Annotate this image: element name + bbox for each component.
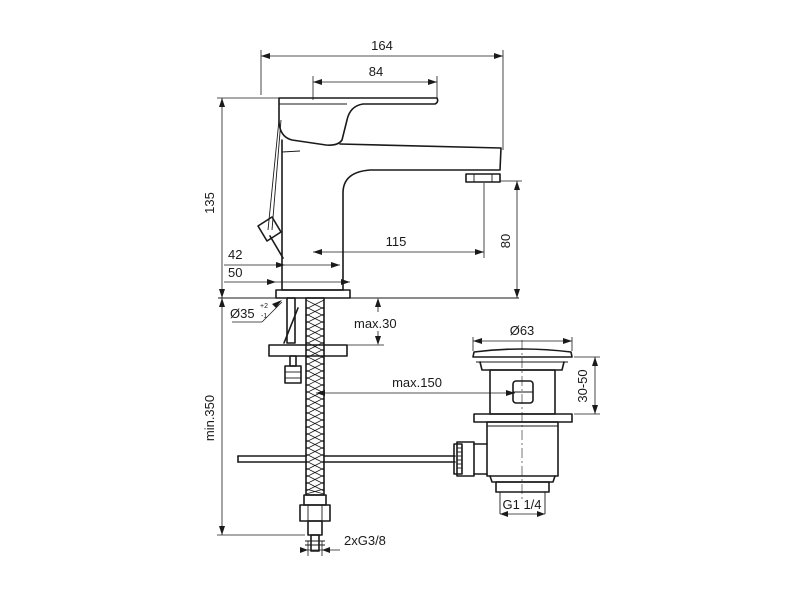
dimension-spout-reach: 115 (313, 183, 485, 258)
dim-3050-label: 30-50 (575, 369, 590, 402)
dim-hole-tol-plus: +2 (260, 303, 268, 310)
dim-max30-label: max.30 (354, 316, 397, 331)
dim-max150-label: max.150 (392, 375, 442, 390)
dim-42-label: 42 (228, 247, 242, 262)
hose-braid-line (305, 383, 325, 394)
hose-braid-line (305, 369, 325, 380)
dimension-height: 135 (202, 97, 282, 298)
dim-164-label: 164 (371, 38, 393, 53)
dim-hole-label: Ø35 (230, 306, 255, 321)
hose-braid-line (305, 355, 325, 366)
hose-braid-line (305, 411, 325, 422)
dimension-connection: 2xG3/8 (300, 533, 386, 556)
dim-63-label: Ø63 (510, 323, 535, 338)
hose-braid-line (305, 418, 325, 429)
dim-80-label: 80 (498, 234, 513, 248)
hose-braid-line (305, 460, 325, 471)
hose-braid-line (305, 341, 325, 352)
dim-115-label: 115 (386, 234, 407, 249)
dim-135-label: 135 (202, 192, 217, 214)
dimension-waste-thread: G1 1/4 (500, 497, 545, 517)
braided-hose (299, 297, 331, 552)
hose-braid-line (305, 446, 325, 457)
dimension-waste-range: 30-50 (574, 356, 600, 415)
dimension-min-hose: min.350 (202, 298, 305, 536)
hose-braid-line (305, 376, 325, 387)
dim-hole-tol-minus: -1 (261, 313, 267, 320)
hose-braid-line (305, 488, 325, 495)
waste-fitting (453, 340, 573, 514)
hose-braid-line (305, 306, 325, 317)
dim-g114-label: G1 1/4 (502, 497, 541, 512)
dimension-base-50: 50 (224, 265, 350, 285)
hose-braid-line (305, 474, 325, 485)
dim-g38-label: 2xG3/8 (344, 533, 386, 548)
hose-braid-line (305, 327, 325, 338)
hose-braid-line (305, 467, 325, 478)
hose-braid-line (305, 397, 325, 408)
dimension-max-rod: max.150 (316, 375, 515, 396)
dim-min350-label: min.350 (202, 395, 217, 441)
hose-braid-line (305, 439, 325, 450)
dimension-handle-width: 84 (312, 64, 438, 100)
hose-braid-line (305, 348, 325, 359)
hose-braid-line (305, 313, 325, 324)
dimension-waste-diameter: Ø63 (472, 323, 573, 351)
dimension-spout-height: 80 (498, 180, 522, 298)
hose-braid-line (305, 362, 325, 373)
hose-braid-line (305, 432, 325, 443)
hose-braid-line (305, 299, 325, 310)
hose-braid-line (305, 453, 325, 464)
pull-rod (237, 455, 456, 463)
dim-84-label: 84 (369, 64, 383, 79)
faucet-body (257, 97, 502, 299)
dimension-hole-diameter: Ø35 +2 -1 (230, 300, 283, 323)
hose-braid-line (305, 320, 325, 331)
dim-50-label: 50 (228, 265, 242, 280)
mounting-assembly (268, 297, 348, 384)
hose-braid-line (305, 404, 325, 415)
dimension-max-thickness: max.30 (347, 298, 397, 346)
dimension-overall-width: 164 (260, 38, 504, 150)
hose-braid-line (305, 425, 325, 436)
hose-braid-line (305, 334, 325, 345)
